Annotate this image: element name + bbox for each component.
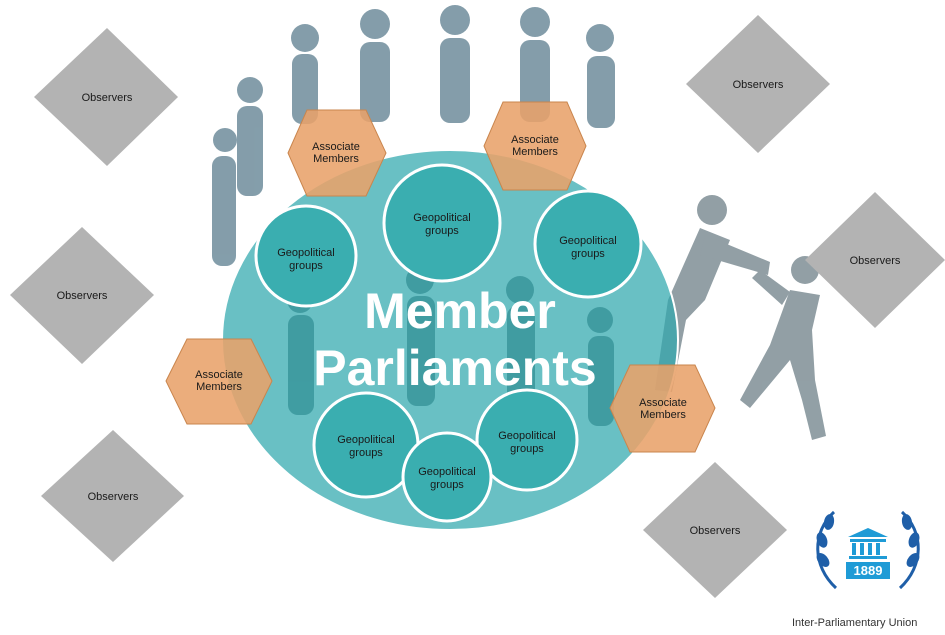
svg-text:Observers: Observers: [850, 255, 901, 267]
observers-diamond: Observers: [34, 28, 178, 166]
svg-text:Associate: Associate: [195, 369, 243, 381]
svg-text:groups: groups: [349, 447, 383, 459]
svg-text:groups: groups: [571, 248, 605, 260]
svg-text:Geopolitical: Geopolitical: [498, 430, 555, 442]
svg-text:Associate: Associate: [639, 397, 687, 409]
associate-members-hexagon: Associate Members: [483, 101, 587, 191]
svg-text:groups: groups: [289, 260, 323, 272]
svg-text:Members: Members: [313, 153, 359, 165]
associate-members-hexagon: Associate Members: [165, 338, 273, 425]
associate-members-hexagon: Associate Members: [609, 364, 716, 453]
geopolitical-groups: Geopolitical groups Geopolitical groups …: [254, 163, 643, 523]
svg-text:Observers: Observers: [88, 491, 139, 503]
svg-text:Members: Members: [196, 381, 242, 393]
observers-diamond: Observers: [686, 15, 830, 153]
observers-diamond: Observers: [41, 430, 184, 562]
main-title-line1: Member: [364, 283, 556, 339]
svg-text:Geopolitical: Geopolitical: [337, 434, 394, 446]
geopolitical-group: Geopolitical groups: [382, 163, 502, 283]
associate-members-hexagon: Associate Members: [287, 109, 387, 197]
logo-year: 1889: [854, 563, 883, 578]
svg-text:Geopolitical: Geopolitical: [277, 247, 334, 259]
svg-text:groups: groups: [510, 443, 544, 455]
svg-text:Geopolitical: Geopolitical: [418, 466, 475, 478]
svg-text:Observers: Observers: [82, 92, 133, 104]
observers-diamond: Observers: [10, 227, 154, 364]
main-title-line2: Parliaments: [313, 340, 596, 396]
observers-diamond: Observers: [805, 192, 945, 328]
geopolitical-group: Geopolitical groups: [533, 189, 643, 299]
parliament-building-icon: [848, 528, 888, 559]
crowd-figures-background: [212, 5, 826, 440]
ipu-logo: 1889 Inter-Parliamentary Union: [792, 510, 920, 629]
logo-caption: Inter-Parliamentary Union: [792, 617, 917, 629]
svg-text:Observers: Observers: [690, 525, 741, 537]
geopolitical-group: Geopolitical groups: [254, 204, 358, 308]
observers-diamond: Observers: [643, 462, 787, 598]
svg-text:groups: groups: [425, 225, 459, 237]
geopolitical-group: Geopolitical groups: [475, 388, 579, 492]
svg-text:Members: Members: [640, 409, 686, 421]
svg-text:Associate: Associate: [511, 134, 559, 146]
svg-text:groups: groups: [430, 479, 464, 491]
svg-text:Geopolitical: Geopolitical: [413, 212, 470, 224]
svg-text:Associate: Associate: [312, 141, 360, 153]
geopolitical-group: Geopolitical groups: [401, 431, 493, 523]
svg-text:Geopolitical: Geopolitical: [559, 235, 616, 247]
associate-members: Associate Members Associate Members Asso…: [165, 101, 716, 453]
svg-text:Members: Members: [512, 146, 558, 158]
svg-text:Observers: Observers: [57, 290, 108, 302]
svg-text:Observers: Observers: [733, 79, 784, 91]
observers: Observers Observers Observers Observers …: [10, 15, 945, 598]
